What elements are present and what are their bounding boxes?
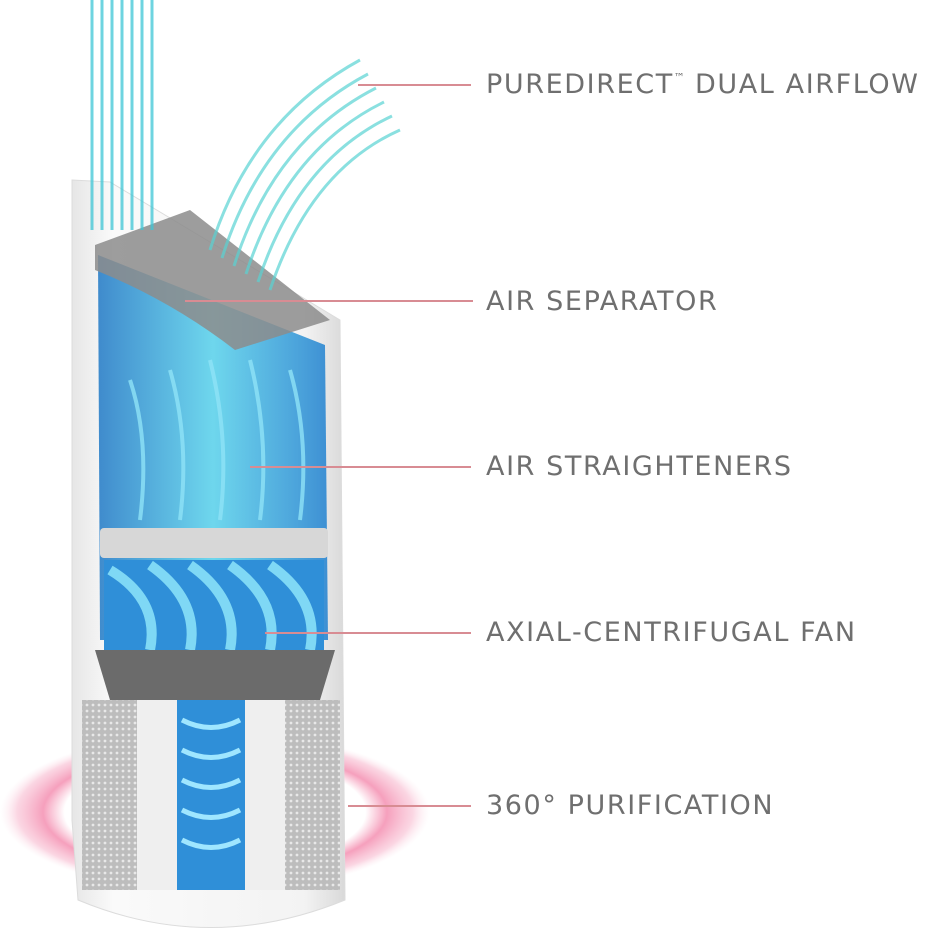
core-airflow-swirl <box>180 717 242 850</box>
filter-pleats-left <box>137 700 177 890</box>
label-360-purification: 360° PURIFICATION <box>486 790 775 821</box>
label-air-straighteners: AIR STRAIGHTENERS <box>486 451 793 482</box>
filter-outer-left <box>82 700 137 890</box>
straightener-ring <box>100 528 328 558</box>
leader-air-separator <box>185 300 473 302</box>
leader-axial-centrifugal-fan <box>265 632 471 634</box>
leader-air-straighteners <box>250 466 471 468</box>
leader-puredirect <box>358 84 471 86</box>
vertical-airflow <box>90 0 154 230</box>
air-separator <box>95 210 330 350</box>
filter-outer-right <box>285 700 340 890</box>
filter-pleats-right <box>245 700 285 890</box>
fan-hub <box>95 650 335 700</box>
axial-centrifugal-fan <box>104 560 324 651</box>
leader-360-purification <box>348 805 471 807</box>
filter-core <box>177 700 245 890</box>
label-air-separator: AIR SEPARATOR <box>486 286 719 317</box>
angled-airflow <box>208 58 401 291</box>
inner-airflow <box>128 359 306 521</box>
label-axial-centrifugal-fan: AXIAL-CENTRIFUGAL FAN <box>486 617 857 648</box>
label-puredirect-dual-airflow: PUREDIRECT™ DUAL AIRFLOW <box>486 69 920 100</box>
